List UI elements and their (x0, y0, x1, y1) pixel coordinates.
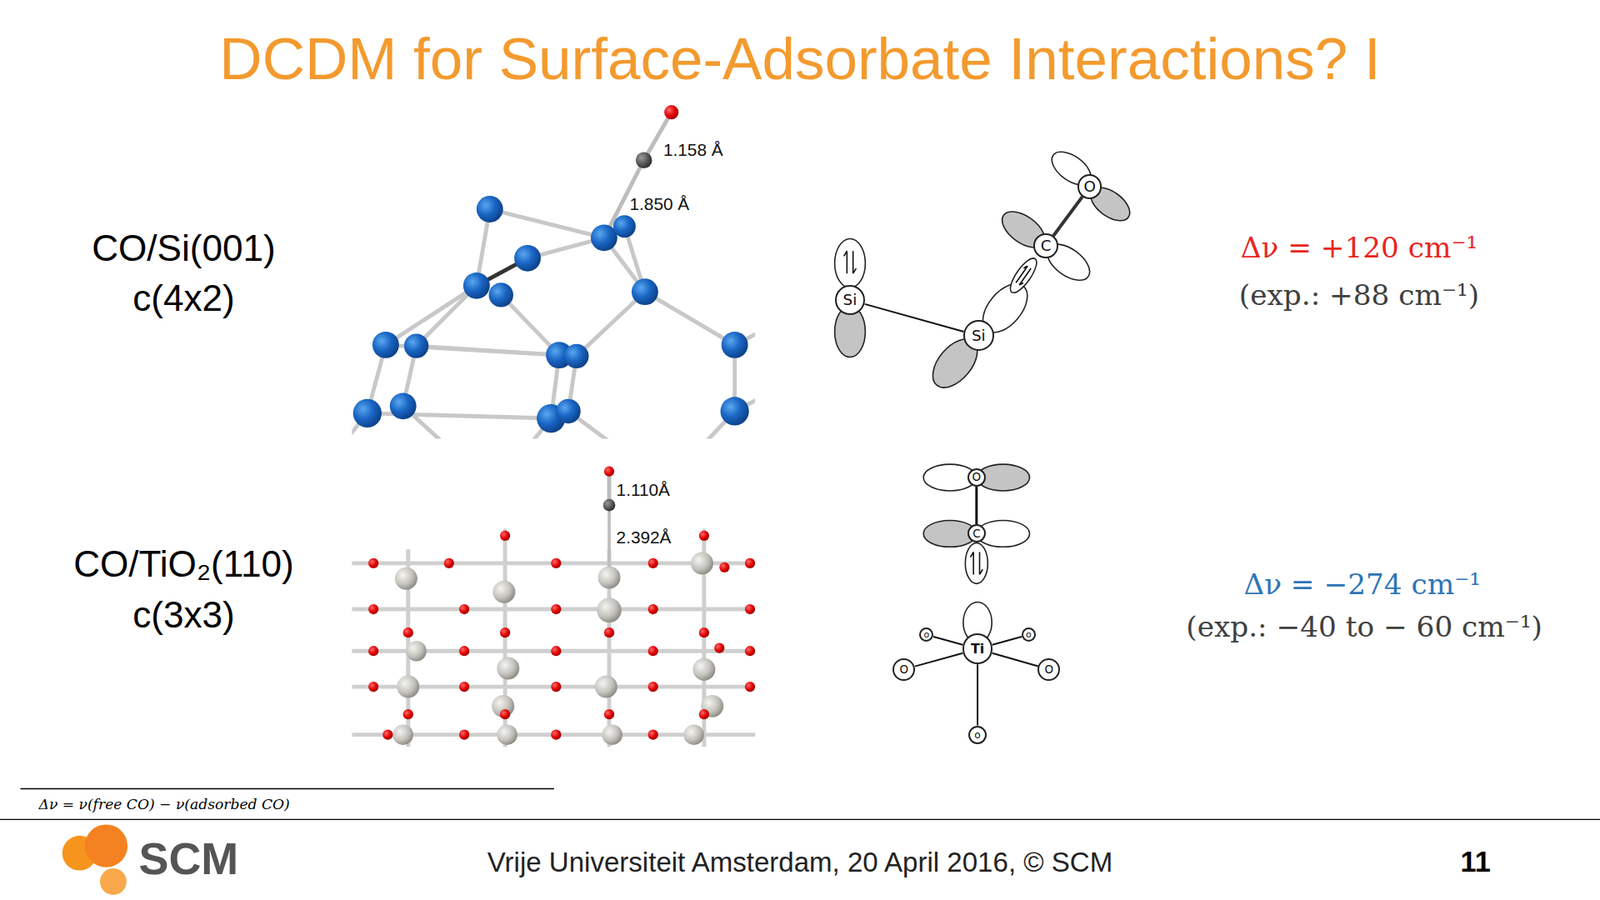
bond-length: 1.850 Å (630, 194, 690, 215)
bond-line (933, 636, 963, 645)
tio2-slab (351, 466, 755, 748)
bond-line (976, 664, 979, 725)
atom-circle: o (1021, 627, 1036, 642)
atom-symbol: O (900, 664, 910, 675)
atom-circle: C (1033, 233, 1058, 258)
page-number: 11 (1460, 845, 1490, 879)
experimental-value: (exp.: −40 to − 60 cm⁻¹) (1185, 610, 1543, 644)
footnote: Δν = ν(free CO) − ν(adsorbed CO) (39, 796, 290, 814)
atom-symbol: Si (971, 328, 986, 344)
atom-circle: Si (835, 285, 866, 316)
bond-line (865, 304, 965, 332)
atom-circle: Si (963, 320, 995, 351)
atom-symbol: o (1025, 630, 1032, 640)
atom-symbol: O (1044, 664, 1054, 675)
atom-symbol: o (923, 630, 930, 640)
slide-title: DCDM for Surface-Adsorbate Interactions?… (219, 25, 1380, 94)
atom-symbol: O (972, 471, 982, 483)
bond-length: 1.110Å (616, 480, 670, 500)
logo-mark (62, 824, 128, 895)
atom-symbol: Ti (970, 642, 985, 656)
footnote-rule (20, 788, 554, 790)
atom-symbol: C (972, 528, 980, 540)
atom-circle: O (1037, 658, 1060, 681)
bond-line (975, 486, 978, 525)
experimental-value: (exp.: +88 cm⁻¹) (1239, 279, 1480, 312)
logo-text: SCM (139, 833, 240, 885)
footer-text: Vrije Universiteit Amsterdam, 20 April 2… (487, 846, 1113, 879)
atom-symbol: Si (843, 292, 858, 308)
frequency-shift: Δν = +120 cm⁻¹ (1240, 231, 1479, 265)
bond-line (915, 653, 963, 667)
si-cluster (351, 105, 755, 439)
electron-pairs (844, 250, 1034, 575)
orbital-lobes (835, 145, 1136, 643)
cell-name: c(4x2) (132, 276, 235, 320)
frequency-shift: Δν = −274 cm⁻¹ (1243, 568, 1481, 601)
atom-circle: Ti (962, 633, 994, 665)
atom-circle: O (1077, 174, 1102, 199)
bond-line (1053, 196, 1083, 236)
footer-rule (0, 819, 1600, 820)
bond-line (992, 636, 1022, 645)
atom-circle: o (919, 627, 934, 642)
atom-circle: o (968, 725, 987, 745)
cell-name: c(3x3) (132, 594, 235, 637)
atom-symbol: O (1084, 179, 1096, 195)
atom-symbol: C (1040, 238, 1052, 254)
atom-circle: O (892, 658, 915, 681)
atom-symbol: o (974, 730, 981, 740)
bond-length: 1.158 Å (663, 140, 724, 160)
atom-circle: O (967, 468, 986, 487)
system-name: CO/Si(001) (91, 226, 275, 270)
system-name: CO/TiO₂(110) (73, 543, 294, 586)
bond-line (992, 653, 1039, 667)
bond-length: 2.392Å (616, 527, 672, 548)
